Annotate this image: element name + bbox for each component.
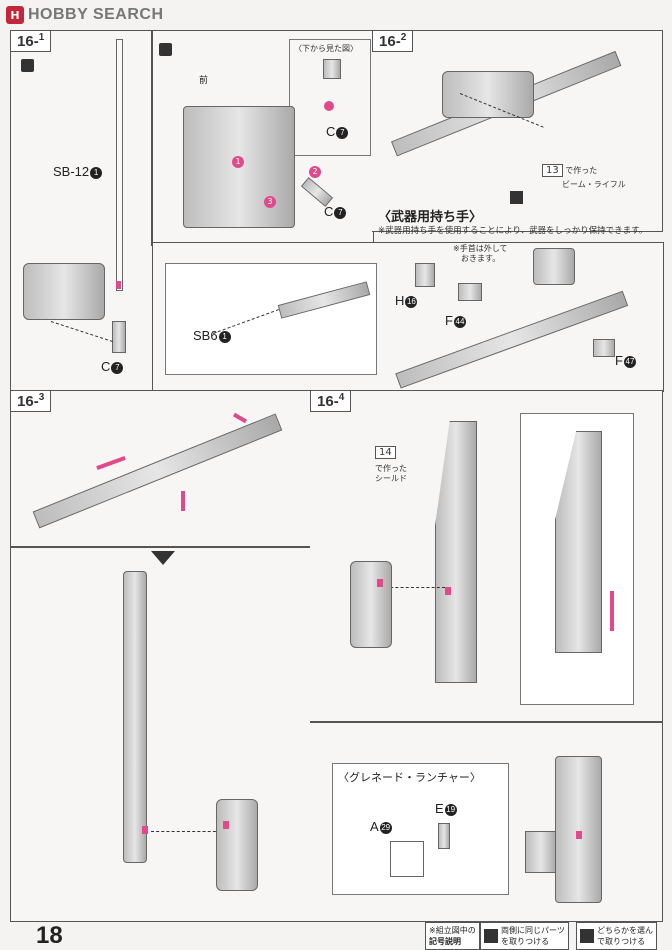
- section-title-weapon-hand: 〈武器用持ち手〉: [378, 209, 483, 224]
- legend-choose-one: どちらかを選んで取りつける: [576, 922, 657, 950]
- small-connector: [323, 59, 341, 79]
- step-16-2-panel: 16-2 13 で作った ビーム・ライフル 〈武器用持ち手〉: [372, 30, 663, 232]
- beam-saber-blade: [116, 39, 123, 291]
- choose-one-icon: [580, 929, 594, 943]
- highlight-mark: [142, 826, 148, 834]
- step-16-3-panel: 16-3: [10, 390, 312, 922]
- step-marker-1: 1: [232, 156, 244, 168]
- inset-frame: [289, 39, 371, 156]
- step-marker-2: 2: [309, 166, 321, 178]
- hand-part: [442, 71, 534, 118]
- hand-grip-h: [415, 263, 435, 287]
- backpack-part: [23, 263, 105, 320]
- reference-note-2: で作った: [375, 464, 407, 473]
- choose-one-icon: [510, 191, 523, 204]
- grenade-launcher: [525, 831, 557, 873]
- reference-note: 13 で作った: [542, 164, 597, 177]
- step-number: 16-3: [11, 391, 52, 412]
- wrist-part: [533, 248, 575, 285]
- legend-symbols: ※組立図中の記号説明: [425, 922, 480, 950]
- down-arrow-icon: [151, 551, 175, 565]
- both-sides-icon: [159, 43, 172, 56]
- grenade-part-a: [390, 841, 424, 877]
- pink-arrow: [96, 455, 126, 471]
- peg-hole-mark: [324, 101, 334, 111]
- brand-badge-icon: H: [6, 6, 24, 24]
- highlight-mark: [576, 831, 582, 839]
- zoom-inset: [165, 263, 377, 375]
- highlight-mark: [445, 587, 451, 595]
- hand-grip-f47: [593, 339, 615, 357]
- pink-arrow: [232, 412, 248, 424]
- step-number: 16-2: [372, 31, 414, 52]
- front-label: 前: [199, 75, 209, 85]
- saber-hilt: [112, 321, 126, 353]
- guide-line: [50, 321, 113, 343]
- guide-line: [151, 831, 221, 832]
- wrist-note: ※手首は外して: [453, 244, 508, 253]
- grenade-part-e: [438, 823, 450, 849]
- rifle-mounted-vertical: [123, 571, 147, 863]
- reference-note-3: シールド: [375, 474, 407, 483]
- divider: [310, 721, 662, 723]
- highlight-mark: [116, 281, 121, 289]
- divider: [11, 546, 311, 548]
- divider: [151, 31, 153, 246]
- view-note: 〈下から見た図〉: [294, 44, 358, 53]
- shield: [435, 421, 477, 683]
- section-title-grenade: 〈グレネード・ランチャー〉: [338, 772, 481, 784]
- legend-both-sides: 両側に同じパーツを取りつける: [480, 922, 569, 950]
- reference-note: 14: [375, 446, 396, 459]
- forearm-part: [216, 799, 258, 891]
- wrist-note-2: おきます。: [461, 254, 501, 263]
- highlight-mark: [377, 579, 383, 587]
- highlight-mark: [223, 821, 229, 829]
- rifle-assembly: [32, 413, 283, 529]
- both-sides-icon: [21, 59, 34, 72]
- both-sides-icon: [484, 929, 498, 943]
- guide-line: [385, 587, 445, 588]
- step-number: 16-4: [310, 391, 352, 412]
- page-number: 18: [36, 922, 63, 949]
- hand-grip-f44: [458, 283, 482, 301]
- slide-arrow-icon: [610, 591, 614, 631]
- brand-name: HOBBY SEARCH: [28, 6, 164, 23]
- reference-note-2: ビーム・ライフル: [562, 180, 626, 189]
- shield-with-launcher: [555, 756, 602, 903]
- step-marker-3: 3: [264, 196, 276, 208]
- pink-arrow: [181, 491, 185, 511]
- brand-logo: H HOBBY SEARCH: [6, 4, 164, 26]
- forearm-part: [350, 561, 392, 648]
- step-number: 16-1: [11, 31, 52, 52]
- weapon-hand-note: ※武器用持ち手を使用することにより、武器をしっかり保持できます。: [378, 226, 648, 236]
- connector-piece: [300, 177, 334, 207]
